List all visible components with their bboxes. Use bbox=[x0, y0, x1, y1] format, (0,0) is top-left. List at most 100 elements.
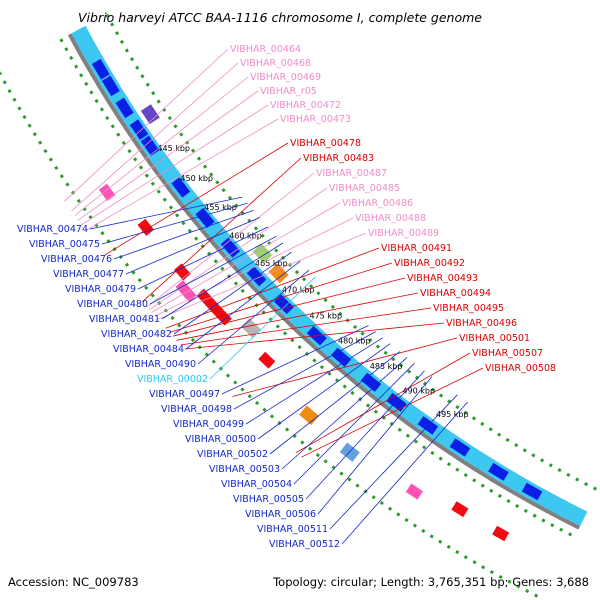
gene-red-2 bbox=[196, 288, 214, 306]
label-leader bbox=[293, 362, 415, 485]
gene-label: VIBHAR_00469 bbox=[250, 72, 321, 83]
gene-label: VIBHAR_00504 bbox=[221, 479, 292, 490]
gene-blue-4 bbox=[140, 135, 160, 156]
label-leader bbox=[151, 202, 341, 313]
label-leader bbox=[157, 232, 367, 320]
gene-blue-6 bbox=[195, 207, 215, 229]
gene-label: VIBHAR_00494 bbox=[420, 288, 491, 299]
gene-features bbox=[91, 58, 543, 542]
label-leader bbox=[176, 292, 419, 341]
label-leader bbox=[245, 337, 384, 425]
gene-label: VIBHAR_00488 bbox=[355, 213, 426, 224]
label-leader bbox=[154, 217, 354, 317]
label-leader bbox=[173, 251, 292, 335]
gene-blue-7 bbox=[220, 237, 241, 258]
accession-text: Accession: NC_009783 bbox=[8, 575, 139, 589]
kbp-tick-label: 475 kbp bbox=[309, 312, 342, 321]
gene-label: VIBHAR_00481 bbox=[89, 314, 160, 325]
label-leader bbox=[295, 352, 471, 454]
gene-blue-5 bbox=[171, 177, 191, 198]
gene-label: VIBHAR_00002 bbox=[137, 374, 208, 385]
label-leader bbox=[232, 337, 458, 397]
label-leader bbox=[71, 62, 239, 212]
label-leader bbox=[77, 90, 259, 221]
label-leader bbox=[184, 322, 445, 350]
gene-pink-3 bbox=[405, 483, 423, 500]
gene-label: VIBHAR_00501 bbox=[459, 333, 530, 344]
label-leader bbox=[209, 276, 316, 380]
gene-blue-11 bbox=[331, 347, 352, 367]
kbp-tick-label: 495 kbp bbox=[436, 410, 469, 419]
gene-label: VIBHAR_00477 bbox=[53, 269, 124, 280]
label-leader bbox=[148, 187, 328, 311]
label-leader bbox=[305, 370, 425, 500]
label-leader bbox=[317, 376, 433, 515]
gene-red-6 bbox=[451, 501, 469, 518]
genome-summary-text: Topology: circular; Length: 3,765,351 bp… bbox=[272, 575, 589, 589]
label-leader bbox=[301, 367, 484, 458]
gene-blue-15 bbox=[449, 438, 471, 457]
label-leader bbox=[85, 118, 279, 231]
label-leader bbox=[149, 235, 277, 305]
label-leader bbox=[113, 210, 254, 260]
gene-label: VIBHAR_00476 bbox=[41, 254, 112, 265]
gene-label: VIBHAR_00480 bbox=[77, 299, 148, 310]
kbp-tick-label: 465 kbp bbox=[255, 259, 288, 268]
gene-blue-0 bbox=[91, 58, 110, 80]
label-leader bbox=[125, 217, 260, 275]
label-leader bbox=[101, 202, 248, 245]
label-leader bbox=[146, 172, 315, 308]
gene-blue-12 bbox=[360, 372, 382, 392]
gene-label: VIBHAR_r05 bbox=[260, 86, 317, 97]
gene-label: VIBHAR_00487 bbox=[316, 168, 387, 179]
label-leader bbox=[257, 343, 391, 440]
gene-label: VIBHAR_00503 bbox=[209, 464, 280, 475]
gene-label: VIBHAR_00495 bbox=[433, 303, 504, 314]
kbp-tick-label: 470 kbp bbox=[282, 286, 315, 295]
gene-label: VIBHAR_00486 bbox=[342, 198, 413, 209]
gene-blue-9 bbox=[273, 294, 294, 315]
label-leader bbox=[81, 104, 269, 226]
gene-label: VIBHAR_00479 bbox=[65, 284, 136, 295]
gene-label: VIBHAR_00502 bbox=[197, 449, 268, 460]
label-leader bbox=[233, 331, 376, 410]
label-leader bbox=[104, 142, 289, 256]
gene-label: VIBHAR_00475 bbox=[29, 239, 100, 250]
kbp-tick-label: 450 kbp bbox=[180, 174, 213, 183]
label-leader bbox=[142, 157, 302, 303]
label-leader bbox=[185, 260, 301, 350]
outer-dotted-ring bbox=[0, 71, 545, 600]
gene-label: VIBHAR_00500 bbox=[185, 434, 256, 445]
label-leader bbox=[269, 351, 401, 455]
gene-label: VIBHAR_00493 bbox=[407, 273, 478, 284]
gene-label: VIBHAR_00484 bbox=[113, 344, 184, 355]
label-leader bbox=[341, 401, 468, 545]
label-leader bbox=[161, 242, 284, 320]
gene-blue-3 bbox=[129, 119, 149, 140]
gene-red-4 bbox=[215, 308, 232, 326]
gene-label: VIBHAR_00485 bbox=[329, 183, 400, 194]
label-leader bbox=[180, 307, 432, 346]
gene-red-1 bbox=[174, 263, 191, 281]
gene-label: VIBHAR_00464 bbox=[230, 44, 301, 55]
label-leader bbox=[281, 357, 408, 470]
gene-label: VIBHAR_00498 bbox=[161, 404, 232, 415]
map-title: Vibrio harveyi ATCC BAA-1116 chromosome … bbox=[78, 10, 482, 25]
gene-label: VIBHAR_00507 bbox=[472, 348, 543, 359]
label-leader bbox=[137, 226, 269, 290]
gene-label: VIBHAR_00482 bbox=[101, 329, 172, 340]
gene-label: VIBHAR_00496 bbox=[446, 318, 517, 329]
kbp-tick-label: 455 kbp bbox=[204, 203, 237, 212]
gene-label: VIBHAR_00474 bbox=[17, 224, 88, 235]
label-leader bbox=[89, 196, 243, 230]
gene-label: VIBHAR_00499 bbox=[173, 419, 244, 430]
gene-red-0 bbox=[137, 218, 155, 236]
label-leader bbox=[221, 325, 369, 395]
mid-dotted-ring bbox=[59, 38, 576, 539]
gene-red-7 bbox=[492, 525, 510, 542]
label-leader bbox=[329, 394, 458, 530]
gene-label: VIBHAR_00472 bbox=[270, 100, 341, 111]
label-leader bbox=[64, 48, 229, 202]
kbp-tick-label: 480 kbp bbox=[338, 336, 371, 345]
